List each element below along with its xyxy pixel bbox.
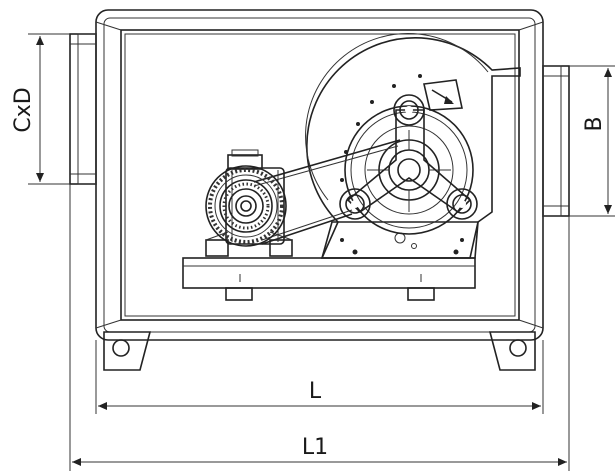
idler-pulley-left — [339, 188, 371, 220]
dimension-label-l: L — [309, 379, 322, 404]
tensioner-bracket — [346, 109, 472, 214]
dimension-l1: L1 — [69, 184, 570, 471]
dimension-cxd: CxD — [11, 33, 70, 185]
dimension-label-cxd: CxD — [11, 87, 36, 132]
cabinet — [95, 9, 544, 341]
electric-motor — [205, 149, 293, 257]
dimension-label-l1: L1 — [302, 435, 328, 460]
left-foot — [103, 331, 152, 371]
idler-pulley-right — [446, 188, 478, 220]
right-foot — [488, 331, 536, 371]
fan-housing — [305, 33, 521, 259]
idler-pulley-top — [393, 94, 425, 126]
inlet-flange — [69, 33, 97, 185]
dimension-label-b: B — [582, 116, 607, 131]
dimension-b: B — [569, 65, 615, 217]
outlet-flange — [542, 65, 570, 217]
dimension-l: L — [95, 340, 544, 414]
base-frame — [182, 257, 476, 301]
